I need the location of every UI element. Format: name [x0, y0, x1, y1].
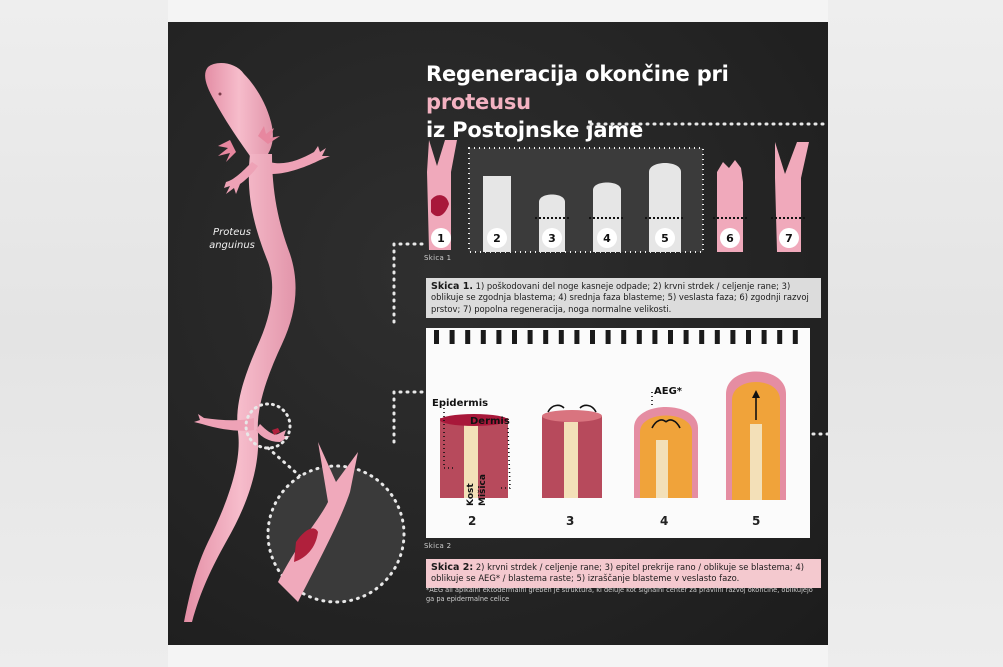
gill-left — [218, 126, 280, 162]
notebook-ring — [543, 330, 549, 344]
notebook-ring — [465, 330, 471, 344]
species-epithet: anguinus — [209, 240, 255, 251]
sketch2-stage5 — [726, 371, 786, 500]
sketch2-step-3: 3 — [566, 514, 575, 528]
sketch1-step1-limb — [427, 140, 457, 250]
sketch1-badge-circle — [655, 228, 675, 248]
sketch1-illustration: 1 2 3 4 5 6 7 — [427, 140, 809, 253]
title-line2: iz Postojnske jame — [426, 118, 644, 142]
zoomed-wound — [294, 528, 318, 562]
sketch1-caption-text: 1) poškodovani del noge kasneje odpade; … — [431, 281, 809, 314]
sketch1-step-number: 3 — [548, 232, 556, 245]
sketch2-caption-lead: Skica 2: — [431, 562, 474, 573]
proteus-illustration — [184, 62, 406, 622]
sketch-connectors — [392, 122, 828, 444]
notebook-ring — [527, 330, 533, 344]
sketch1-badge-circle — [720, 228, 740, 248]
sketch1-step6-limb — [717, 160, 743, 252]
sketch1-step-number: 7 — [785, 232, 793, 245]
leg-wound — [272, 428, 280, 435]
sketch1-badge-circle — [597, 228, 617, 248]
notebook-ring — [792, 330, 798, 344]
notebook-ring — [730, 330, 736, 344]
label-aeg: AEG* — [654, 386, 683, 397]
sketch1-badge-circle — [542, 228, 562, 248]
notebook-ring — [449, 330, 455, 344]
notebook-ring — [621, 330, 627, 344]
sketch1-step-number: 4 — [603, 232, 611, 245]
sketch2-stage4 — [634, 407, 698, 498]
magnifier-small-circle — [244, 402, 292, 450]
sketch2-stage3 — [542, 404, 602, 498]
sketch1-badge-circle — [487, 228, 507, 248]
notebook-ring — [683, 330, 689, 344]
sketch2-illustration — [440, 371, 786, 500]
sketch1-caption-lead: Skica 1. — [431, 281, 473, 292]
notebook-rings — [434, 330, 798, 344]
label-epidermis: Epidermis — [432, 398, 489, 409]
sketch2-stage2 — [440, 414, 508, 498]
species-genus: Proteus — [213, 227, 251, 238]
sketch2-caption-text: 2) krvni strdek / celjenje rane; 3) epit… — [431, 562, 804, 584]
label-muscle: Mišica — [478, 474, 488, 506]
species-name: Proteus anguinus — [192, 226, 272, 252]
sketch1-step-number: 1 — [437, 232, 445, 245]
sketch1-step5-limb — [649, 163, 681, 252]
background-right — [828, 0, 1003, 667]
sketch2-step-4: 4 — [660, 514, 669, 528]
proteus-head — [205, 62, 273, 157]
notebook-ring — [699, 330, 705, 344]
infographic-board: Regeneracija okončine pri proteusu iz Po… — [168, 22, 828, 645]
top-margin — [168, 0, 828, 22]
sketch1-badge-circle — [431, 228, 451, 248]
hind-leg-left — [194, 414, 254, 431]
notebook-ring — [590, 330, 595, 344]
notebook-ring — [636, 330, 642, 344]
sketch1-step1-wound — [431, 195, 449, 217]
front-leg-right — [270, 146, 330, 174]
sketch2-step-2: 2 — [468, 514, 477, 528]
label-dermis: Dermis — [470, 416, 510, 427]
sketch1-badge-circle — [779, 228, 799, 248]
notebook-ring — [605, 330, 611, 344]
sketch2-caption: Skica 2: 2) krvni strdek / celjenje rane… — [426, 559, 821, 588]
title-line1-prefix: Regeneracija okončine pri — [426, 62, 729, 86]
bottom-margin — [168, 645, 828, 667]
notebook-ring — [714, 330, 720, 344]
hind-leg-right — [256, 424, 290, 442]
title-highlight: proteusu — [426, 90, 531, 114]
notebook-ring — [558, 330, 564, 344]
notebook-ring — [746, 330, 751, 344]
sketch1-step-number: 2 — [493, 232, 501, 245]
sketch1-label: Skica 1 — [424, 254, 452, 262]
notebook-ring — [668, 330, 673, 344]
notebook-ring — [512, 330, 517, 344]
notebook-ring — [652, 330, 658, 344]
infographic-title: Regeneracija okončine pri proteusu iz Po… — [426, 60, 826, 144]
sketch1-caption: Skica 1. 1) poškodovani del noge kasneje… — [426, 278, 821, 319]
notebook-ring — [434, 330, 439, 344]
notebook-ring — [496, 330, 502, 344]
notebook-ring — [777, 330, 783, 344]
proteus-eye — [218, 92, 222, 96]
notebook-ring — [574, 330, 580, 344]
footnote: *AEG ali apikalni ektodermalni greben je… — [426, 586, 813, 603]
notebook-ring — [761, 330, 767, 344]
sketch2-step-5: 5 — [752, 514, 761, 528]
notebook-ring — [480, 330, 486, 344]
front-leg-left — [224, 162, 258, 194]
background-left — [0, 0, 168, 667]
sketch2-notebook: Epidermis Dermis Kost Mišica AEG* 2 3 4 … — [426, 328, 810, 538]
label-bone: Kost — [466, 483, 476, 506]
sketch2-label: Skica 2 — [424, 542, 452, 550]
sketch1-step-number: 5 — [661, 232, 669, 245]
sketch1-step7-limb — [775, 142, 809, 252]
zoomed-limb — [278, 442, 358, 602]
sketch1-step-number: 6 — [726, 232, 734, 245]
